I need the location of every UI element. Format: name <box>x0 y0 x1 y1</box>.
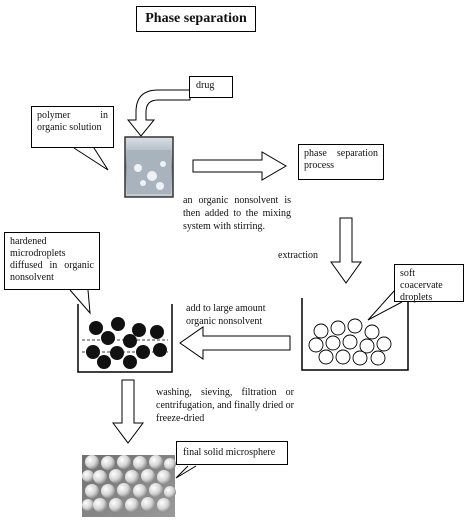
arrow-add-nonsolvent <box>179 326 291 360</box>
hardened-container <box>77 304 173 373</box>
coacervate-callout-tail <box>367 289 403 321</box>
coacervate-box: soft coacervate droplets <box>394 264 464 303</box>
polymer-callout-tail <box>73 147 109 171</box>
arrow-washing-down <box>112 379 144 444</box>
nonsolvent-added-label: an organic nonsolvent is then added to t… <box>183 195 291 232</box>
washing-label: washing, sieving, filtration or centrifu… <box>156 387 295 424</box>
extraction-label: extraction <box>278 250 318 261</box>
arrow-extraction-down <box>330 217 362 284</box>
arrow-to-phase-separation <box>192 151 287 181</box>
drug-arrow <box>126 84 191 137</box>
final-callout-tail <box>175 465 197 479</box>
hardened-box: hardened microdroplets diffused in organ… <box>4 232 100 290</box>
hardened-callout-tail <box>69 289 91 315</box>
drug-box: drug <box>189 76 233 98</box>
microsphere-image <box>82 455 176 517</box>
beaker-image <box>124 136 174 198</box>
polymer-box: polymer in organic solution <box>31 106 114 148</box>
final-box: final solid microsphere <box>176 441 288 465</box>
diagram-title: Phase separation <box>136 6 256 32</box>
coacervate-container <box>301 298 409 371</box>
add-nonsolvent-label: add to large amount organic nonsolvent <box>186 303 266 327</box>
phase-separation-box: phase separation process <box>298 144 384 180</box>
